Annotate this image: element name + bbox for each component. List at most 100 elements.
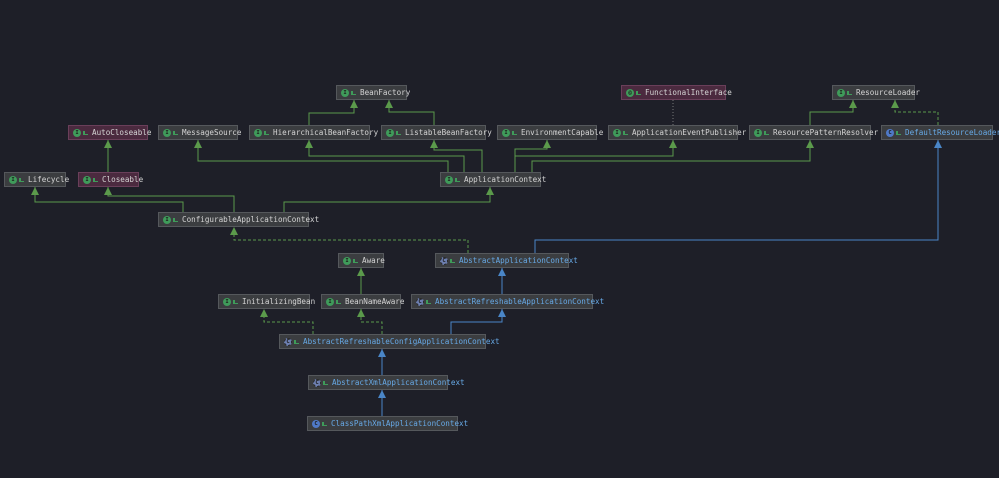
- arrowhead: [498, 268, 506, 276]
- node-AbstractApplicationContext[interactable]: C AbstractApplicationContext: [435, 253, 578, 268]
- public-visibility-icon: [336, 299, 341, 304]
- node-FunctionalInterface[interactable]: @ FunctionalInterface: [621, 85, 732, 100]
- edge-ApplicationContext-to-HierarchicalBeanFactory: [305, 140, 465, 172]
- public-visibility-icon: [322, 421, 327, 426]
- interface-icon: I: [754, 128, 762, 137]
- arrowhead: [260, 309, 268, 317]
- edge-Closeable-to-AutoCloseable: [104, 140, 112, 172]
- public-visibility-icon: [396, 130, 401, 135]
- node-ClassPathXmlApplicationContext[interactable]: C ClassPathXmlApplicationContext: [307, 416, 468, 431]
- public-visibility-icon: [455, 177, 460, 182]
- node-label: ClassPathXmlApplicationContext: [331, 419, 469, 428]
- node-ApplicationEventPublisher[interactable]: I ApplicationEventPublisher: [608, 125, 746, 140]
- edge-ClassPathXmlApplicationContext-to-AbstractXmlApplicationContext: [378, 390, 386, 416]
- node-ApplicationContext[interactable]: I ApplicationContext: [440, 172, 546, 187]
- edge-AbstractXmlApplicationContext-to-AbstractRefreshableConfigApplicationContext: [378, 349, 386, 375]
- edge-ResourcePatternResolver-to-ResourceLoader: [809, 100, 857, 125]
- interface-icon: I: [341, 88, 349, 97]
- public-visibility-icon: [426, 299, 431, 304]
- arrowhead: [230, 227, 238, 235]
- edge-DefaultResourceLoader-to-ResourceLoader: [891, 100, 939, 125]
- arrowhead: [357, 268, 365, 276]
- arrowhead: [669, 140, 677, 148]
- node-label: AbstractXmlApplicationContext: [332, 378, 465, 387]
- arrowhead: [891, 100, 899, 108]
- node-ListableBeanFactory[interactable]: I ListableBeanFactory: [381, 125, 492, 140]
- edge-ApplicationContext-to-ApplicationEventPublisher: [514, 140, 677, 172]
- public-visibility-icon: [623, 130, 628, 135]
- interface-icon: I: [613, 128, 621, 137]
- public-visibility-icon: [233, 299, 238, 304]
- arrowhead: [498, 309, 506, 317]
- abstract-icon: C: [284, 337, 292, 346]
- public-visibility-icon: [764, 130, 769, 135]
- arrowhead: [430, 140, 438, 148]
- interface-icon: I: [223, 297, 231, 306]
- interface-icon: I: [163, 128, 171, 137]
- node-label: MessageSource: [182, 128, 242, 137]
- interface-icon: I: [9, 175, 17, 184]
- public-visibility-icon: [896, 130, 901, 135]
- arrowhead: [543, 140, 551, 148]
- abstract-icon: C: [416, 297, 424, 306]
- node-label: EnvironmentCapable: [521, 128, 604, 137]
- node-label: BeanNameAware: [345, 297, 405, 306]
- public-visibility-icon: [847, 90, 852, 95]
- arrowhead: [194, 140, 202, 148]
- node-label: AbstractApplicationContext: [459, 256, 578, 265]
- interface-icon: I: [445, 175, 453, 184]
- public-visibility-icon: [264, 130, 269, 135]
- arrowhead: [378, 390, 386, 398]
- public-visibility-icon: [450, 258, 455, 263]
- arrowhead: [486, 187, 494, 195]
- interface-icon: I: [343, 256, 351, 265]
- node-BeanFactory[interactable]: I BeanFactory: [336, 85, 411, 100]
- class-icon: C: [312, 419, 320, 428]
- abstract-icon: C: [313, 378, 321, 387]
- annotation-icon: @: [626, 88, 634, 97]
- node-label: ResourceLoader: [856, 88, 921, 97]
- arrowhead: [385, 100, 393, 108]
- edge-AbstractApplicationContext-to-DefaultResourceLoader: [534, 140, 942, 253]
- interface-icon: I: [73, 128, 81, 137]
- edge-ConfigurableApplicationContext-to-Closeable: [104, 187, 235, 212]
- node-label: ListableBeanFactory: [405, 128, 492, 137]
- edge-AbstractRefreshableConfigApplicationContext-to-AbstractRefreshableApplicationContext: [450, 309, 506, 334]
- edge-ApplicationContext-to-ResourcePatternResolver: [531, 140, 814, 172]
- interface-icon: I: [502, 128, 510, 137]
- arrowhead: [104, 140, 112, 148]
- node-label: ApplicationContext: [464, 175, 547, 184]
- edge-ConfigurableApplicationContext-to-Lifecycle: [31, 187, 184, 212]
- abstract-icon: C: [440, 256, 448, 265]
- node-MessageSource[interactable]: I MessageSource: [158, 125, 242, 140]
- node-AbstractXmlApplicationContext[interactable]: C AbstractXmlApplicationContext: [308, 375, 465, 390]
- public-visibility-icon: [173, 130, 178, 135]
- node-label: FunctionalInterface: [645, 88, 732, 97]
- public-visibility-icon: [351, 90, 356, 95]
- edge-AbstractApplicationContext-to-ConfigurableApplicationContext: [230, 227, 469, 253]
- node-label: ApplicationEventPublisher: [632, 128, 747, 137]
- node-EnvironmentCapable[interactable]: I EnvironmentCapable: [497, 125, 603, 140]
- node-ResourceLoader[interactable]: I ResourceLoader: [832, 85, 920, 100]
- interface-icon: I: [386, 128, 394, 137]
- edge-AbstractRefreshableApplicationContext-to-AbstractApplicationContext: [498, 268, 506, 294]
- arrowhead: [357, 309, 365, 317]
- node-label: BeanFactory: [360, 88, 411, 97]
- public-visibility-icon: [294, 339, 299, 344]
- public-visibility-icon: [512, 130, 517, 135]
- public-visibility-icon: [636, 90, 641, 95]
- node-label: DefaultResourceLoader: [905, 128, 999, 137]
- interface-icon: I: [837, 88, 845, 97]
